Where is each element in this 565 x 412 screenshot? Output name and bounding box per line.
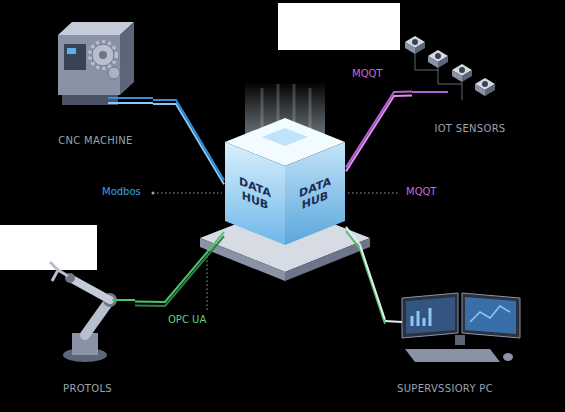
hub-face-label: DATA HUB [232, 172, 278, 216]
supervisory-pc-node: SUPERVSSIORY PC [385, 288, 505, 394]
protocol-label: OPC UA [168, 314, 206, 325]
blank-box [0, 225, 97, 270]
wire-stub [112, 299, 135, 301]
hub-face-label: DATA HUB [292, 172, 338, 216]
monitor [402, 293, 458, 338]
connector-line [153, 100, 224, 180]
monitor [462, 293, 520, 338]
node-label: IOT SENSORS [412, 123, 528, 134]
wire-stub [108, 102, 153, 104]
cube-face [225, 142, 285, 245]
iot-sensors-node: IOT SENSORS [412, 28, 528, 134]
gear-teeth [90, 42, 116, 68]
robot-gripper [50, 262, 68, 281]
sensor-icon [475, 78, 495, 96]
screen-chart [412, 308, 430, 326]
node-label: CNC MACHINE [38, 135, 153, 146]
cnc-screen [67, 48, 76, 54]
robot-link [70, 278, 110, 300]
sensor-dot [459, 67, 465, 73]
robot-node: PROTOLS [40, 262, 135, 394]
wire-stub [385, 321, 402, 322]
data-hub-node: DATA HUB DATA HUB [224, 135, 346, 243]
sensor-dot [482, 81, 488, 87]
gear [108, 67, 120, 79]
leader-dot [152, 192, 155, 195]
leader-line [348, 193, 400, 194]
gear-hub [99, 51, 107, 59]
protocol-label: Modbos [102, 186, 141, 197]
sensor-icon [428, 50, 448, 68]
connector-line [135, 232, 224, 302]
node-label: PROTOLS [40, 383, 135, 394]
cnc-side [120, 22, 134, 95]
connector-twin [153, 104, 224, 184]
sensor-wire [415, 54, 462, 100]
screen-chart [470, 306, 510, 322]
mouse [503, 353, 513, 361]
sensor-dot [412, 39, 418, 45]
cnc-front [58, 35, 120, 95]
monitor-screen [406, 297, 455, 334]
cube-top-inset [262, 128, 308, 146]
sensor-icon [452, 64, 472, 82]
cnc-panel [64, 44, 86, 70]
connector-twin [346, 231, 385, 324]
node-label: SUPERVSSIORY PC [385, 383, 505, 394]
wire-stub [108, 97, 153, 99]
leader-line [157, 193, 222, 194]
monitor-screen [465, 297, 516, 334]
protocol-label: MQQT [406, 186, 436, 197]
cube-face [285, 142, 345, 245]
sensor-icon [405, 36, 425, 54]
connector-twin [346, 96, 412, 172]
wire-stub [412, 91, 448, 93]
sensor-dot [435, 53, 441, 59]
blank-box [278, 3, 400, 50]
monitor-stand [455, 335, 465, 345]
gear [92, 44, 114, 66]
keyboard [405, 349, 500, 362]
cnc-machine-node: CNC MACHINE [38, 18, 153, 146]
connector-line [346, 92, 412, 168]
connector-line [346, 227, 385, 320]
protocol-label: MQQT [352, 68, 382, 79]
